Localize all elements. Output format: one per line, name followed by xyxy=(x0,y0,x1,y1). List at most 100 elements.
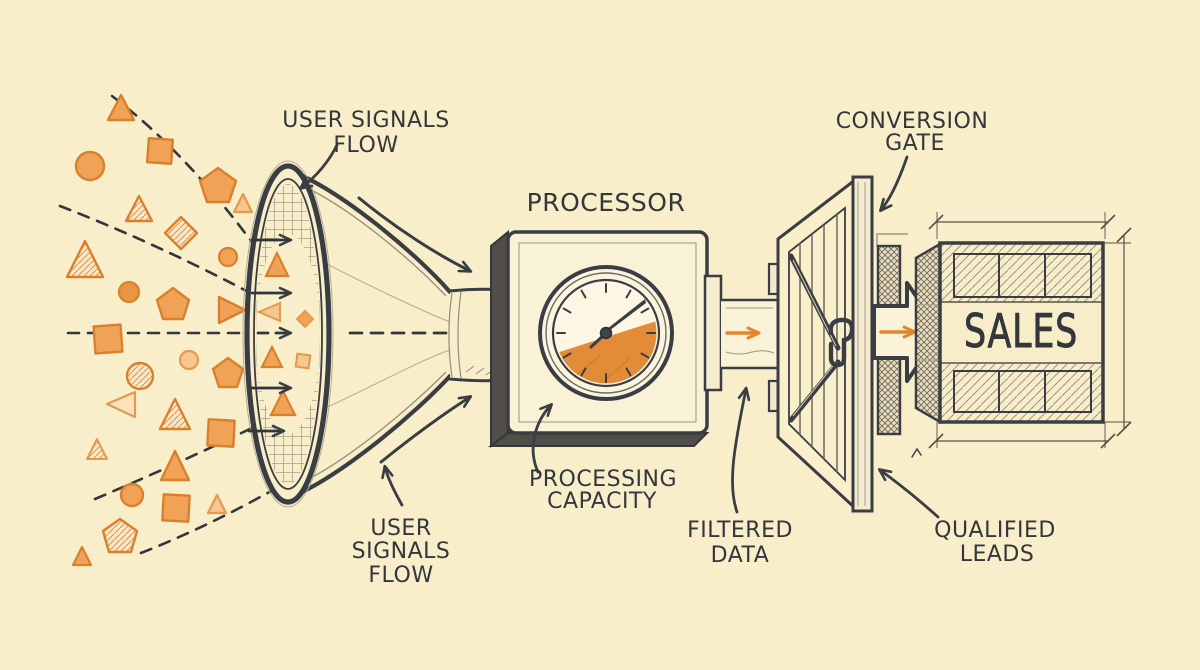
funnel-inlet-arrows xyxy=(247,233,293,438)
funnel-bottom-edge xyxy=(288,373,453,500)
gate-post xyxy=(851,175,874,513)
funnel-mouth-inner-rim xyxy=(253,178,323,490)
signal-particle-triangle xyxy=(158,397,192,431)
signal-particle-circle xyxy=(178,349,200,371)
gauge-ticks xyxy=(556,283,656,383)
signal-particle-square xyxy=(161,493,191,523)
funnel-inlet-particles xyxy=(256,250,315,417)
label-filtered-line2: DATA xyxy=(711,543,770,568)
signal-particle-circle xyxy=(217,246,239,268)
signal-particle-triangle xyxy=(159,449,191,482)
leader-arrow-signals-top xyxy=(298,143,339,190)
sales-box-outline xyxy=(938,241,1105,424)
sales-box-side-3d xyxy=(914,241,942,425)
label-conversion-line1: CONVERSION xyxy=(836,109,989,134)
signal-particle-triangle xyxy=(269,388,297,417)
leader-arrow-filtered xyxy=(731,386,751,514)
signal-particle-triangle xyxy=(206,493,228,515)
label-signals-bottom-line2: SIGNALS xyxy=(352,539,451,564)
label-leader-arrows xyxy=(298,143,940,519)
sales-grid-top xyxy=(953,253,1092,298)
flow-swoosh-arrow-bottom xyxy=(379,395,473,464)
signal-particles xyxy=(65,93,254,567)
gate-panel-inner-frame xyxy=(788,206,846,483)
dimension-lines xyxy=(928,212,1132,449)
signal-particle-triangle xyxy=(256,301,281,323)
dimension-ticks xyxy=(928,433,1116,449)
signal-particle-pentagon xyxy=(101,517,139,554)
signal-particle-circle xyxy=(117,280,141,304)
leader-arrow-signals-bottom xyxy=(381,464,404,507)
signal-particle-triangle xyxy=(124,194,154,223)
funnel-mouth-outer-sketch xyxy=(242,160,334,508)
signal-particle-square xyxy=(145,136,175,166)
sales-grid-top-dividers xyxy=(998,254,1046,297)
dimension-extension xyxy=(936,212,1106,239)
filtered-data-pipe xyxy=(719,298,780,370)
dimension-ticks xyxy=(928,214,1116,230)
label-conversion-line2: GATE xyxy=(885,131,945,156)
signal-particle-pentagon xyxy=(155,286,191,321)
sales-label: SALES xyxy=(964,304,1078,358)
gauge-ring-sketch xyxy=(545,272,667,394)
signal-particle-diamond xyxy=(163,215,199,251)
sales-grid-bottom-dividers xyxy=(998,371,1046,412)
leader-arrow-processing xyxy=(531,402,553,474)
funnel-neck-rings xyxy=(448,291,462,379)
signal-particle-square xyxy=(206,418,236,448)
sales-box-band-lines xyxy=(940,301,1103,364)
leader-arrow-conversion xyxy=(879,155,909,213)
signal-particle-triangle xyxy=(86,438,108,460)
signal-particle-diamond xyxy=(295,309,315,329)
processor-side-3d xyxy=(490,229,509,449)
leader-arrow-qualified xyxy=(877,468,940,519)
funnel xyxy=(242,160,511,508)
signal-particle-triangle xyxy=(105,390,137,419)
pipe-walls xyxy=(719,298,780,370)
signal-particle-triangle xyxy=(65,239,105,279)
signal-particle-pentagon xyxy=(211,356,245,389)
signal-particle-square xyxy=(92,323,124,355)
signal-particle-circle xyxy=(74,150,106,182)
label-filtered-line1: FILTERED xyxy=(687,518,793,543)
signal-particle-pentagon xyxy=(198,166,238,204)
signal-particle-circle xyxy=(125,361,155,391)
gauge-fill-level xyxy=(555,316,657,384)
signal-particle-triangle xyxy=(71,545,93,567)
signal-particle-triangle xyxy=(260,344,284,369)
pipe-sketch-lines xyxy=(725,307,775,355)
label-processor: PROCESSOR xyxy=(527,188,686,217)
diagram-labels: USER SIGNALS FLOW PROCESSOR PROCESSING C… xyxy=(282,108,1056,588)
funnel-contour-line xyxy=(295,182,447,297)
gate-back-edge xyxy=(876,233,908,247)
label-qualified-line1: QUALIFIED xyxy=(934,518,1056,543)
label-signals-top-line2: FLOW xyxy=(333,133,398,158)
label-signals-bottom-line3: FLOW xyxy=(368,563,433,588)
processor-outlet-flange xyxy=(703,274,723,392)
gauge-hub xyxy=(599,326,613,340)
sales-box-guide-lines xyxy=(916,304,941,361)
signal-particle-triangle xyxy=(232,192,254,214)
sketch-stray-arrowhead xyxy=(911,447,922,458)
dimension-extension xyxy=(936,422,1106,448)
sales-box: SALES xyxy=(914,212,1132,449)
signal-particle-circle xyxy=(119,482,145,508)
label-signals-top-line1: USER SIGNALS xyxy=(282,108,449,133)
capacity-gauge xyxy=(538,265,674,401)
signal-particle-triangle xyxy=(106,93,136,122)
processor-bottom-3d xyxy=(488,432,710,447)
signal-particle-triangle xyxy=(217,295,247,325)
signal-particle-square xyxy=(294,352,312,370)
label-qualified-line2: LEADS xyxy=(960,542,1035,567)
flow-swoosh-arrow-top xyxy=(357,196,473,273)
gauge-needle xyxy=(601,299,646,337)
label-signals-bottom-line1: USER xyxy=(370,516,431,541)
dimension-extension xyxy=(1104,242,1131,423)
signal-particle-triangle xyxy=(264,250,290,278)
sales-grid-bottom xyxy=(953,370,1092,413)
processor-inner-sketch xyxy=(518,242,697,423)
dimension-ticks xyxy=(1116,227,1132,437)
gate-latch-hook xyxy=(828,317,855,368)
label-processing-line1: PROCESSING xyxy=(529,467,677,492)
